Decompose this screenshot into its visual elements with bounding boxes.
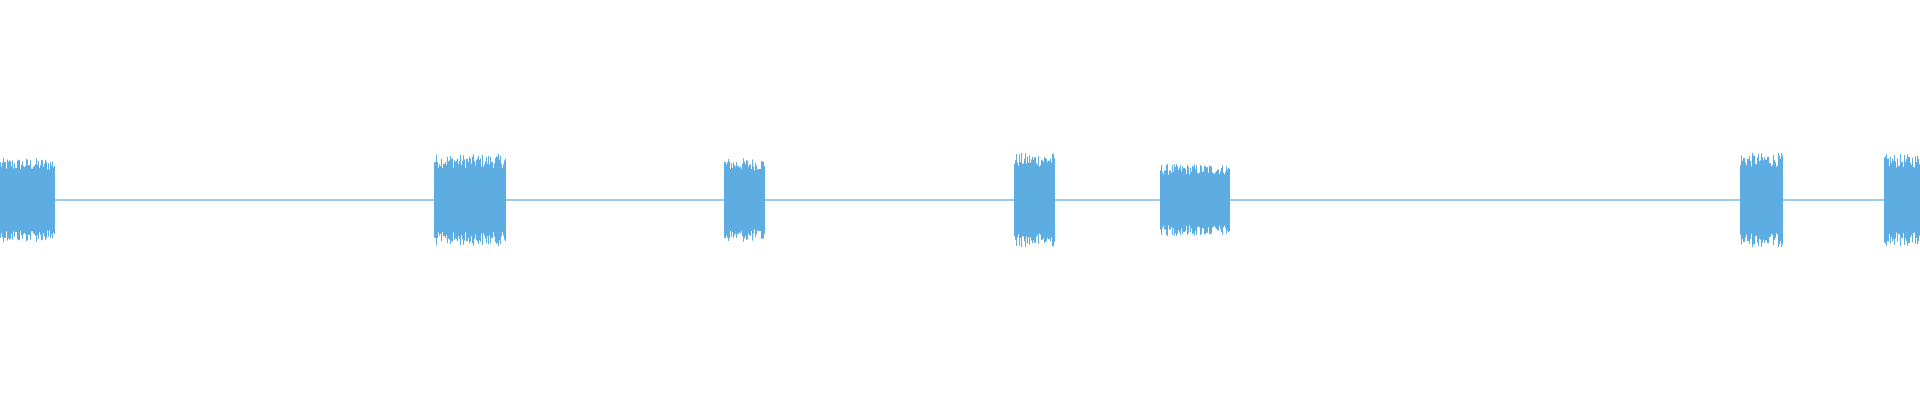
waveform-burst xyxy=(1884,154,1920,246)
waveform-burst-spikes xyxy=(724,158,765,242)
waveform-burst-spikes xyxy=(0,158,55,242)
waveform-burst-spikes xyxy=(1014,153,1055,247)
waveform-burst-spikes xyxy=(1160,164,1230,236)
waveform-burst-spikes xyxy=(1740,152,1783,248)
waveform-burst xyxy=(724,158,765,242)
waveform-burst xyxy=(1740,152,1783,248)
waveform-burst xyxy=(0,158,55,242)
waveform-burst-spikes xyxy=(1884,154,1920,246)
waveform-burst xyxy=(1014,153,1055,247)
waveform-burst xyxy=(434,154,506,246)
waveform-burst xyxy=(1160,164,1230,236)
waveform-burst-spikes xyxy=(434,154,506,246)
